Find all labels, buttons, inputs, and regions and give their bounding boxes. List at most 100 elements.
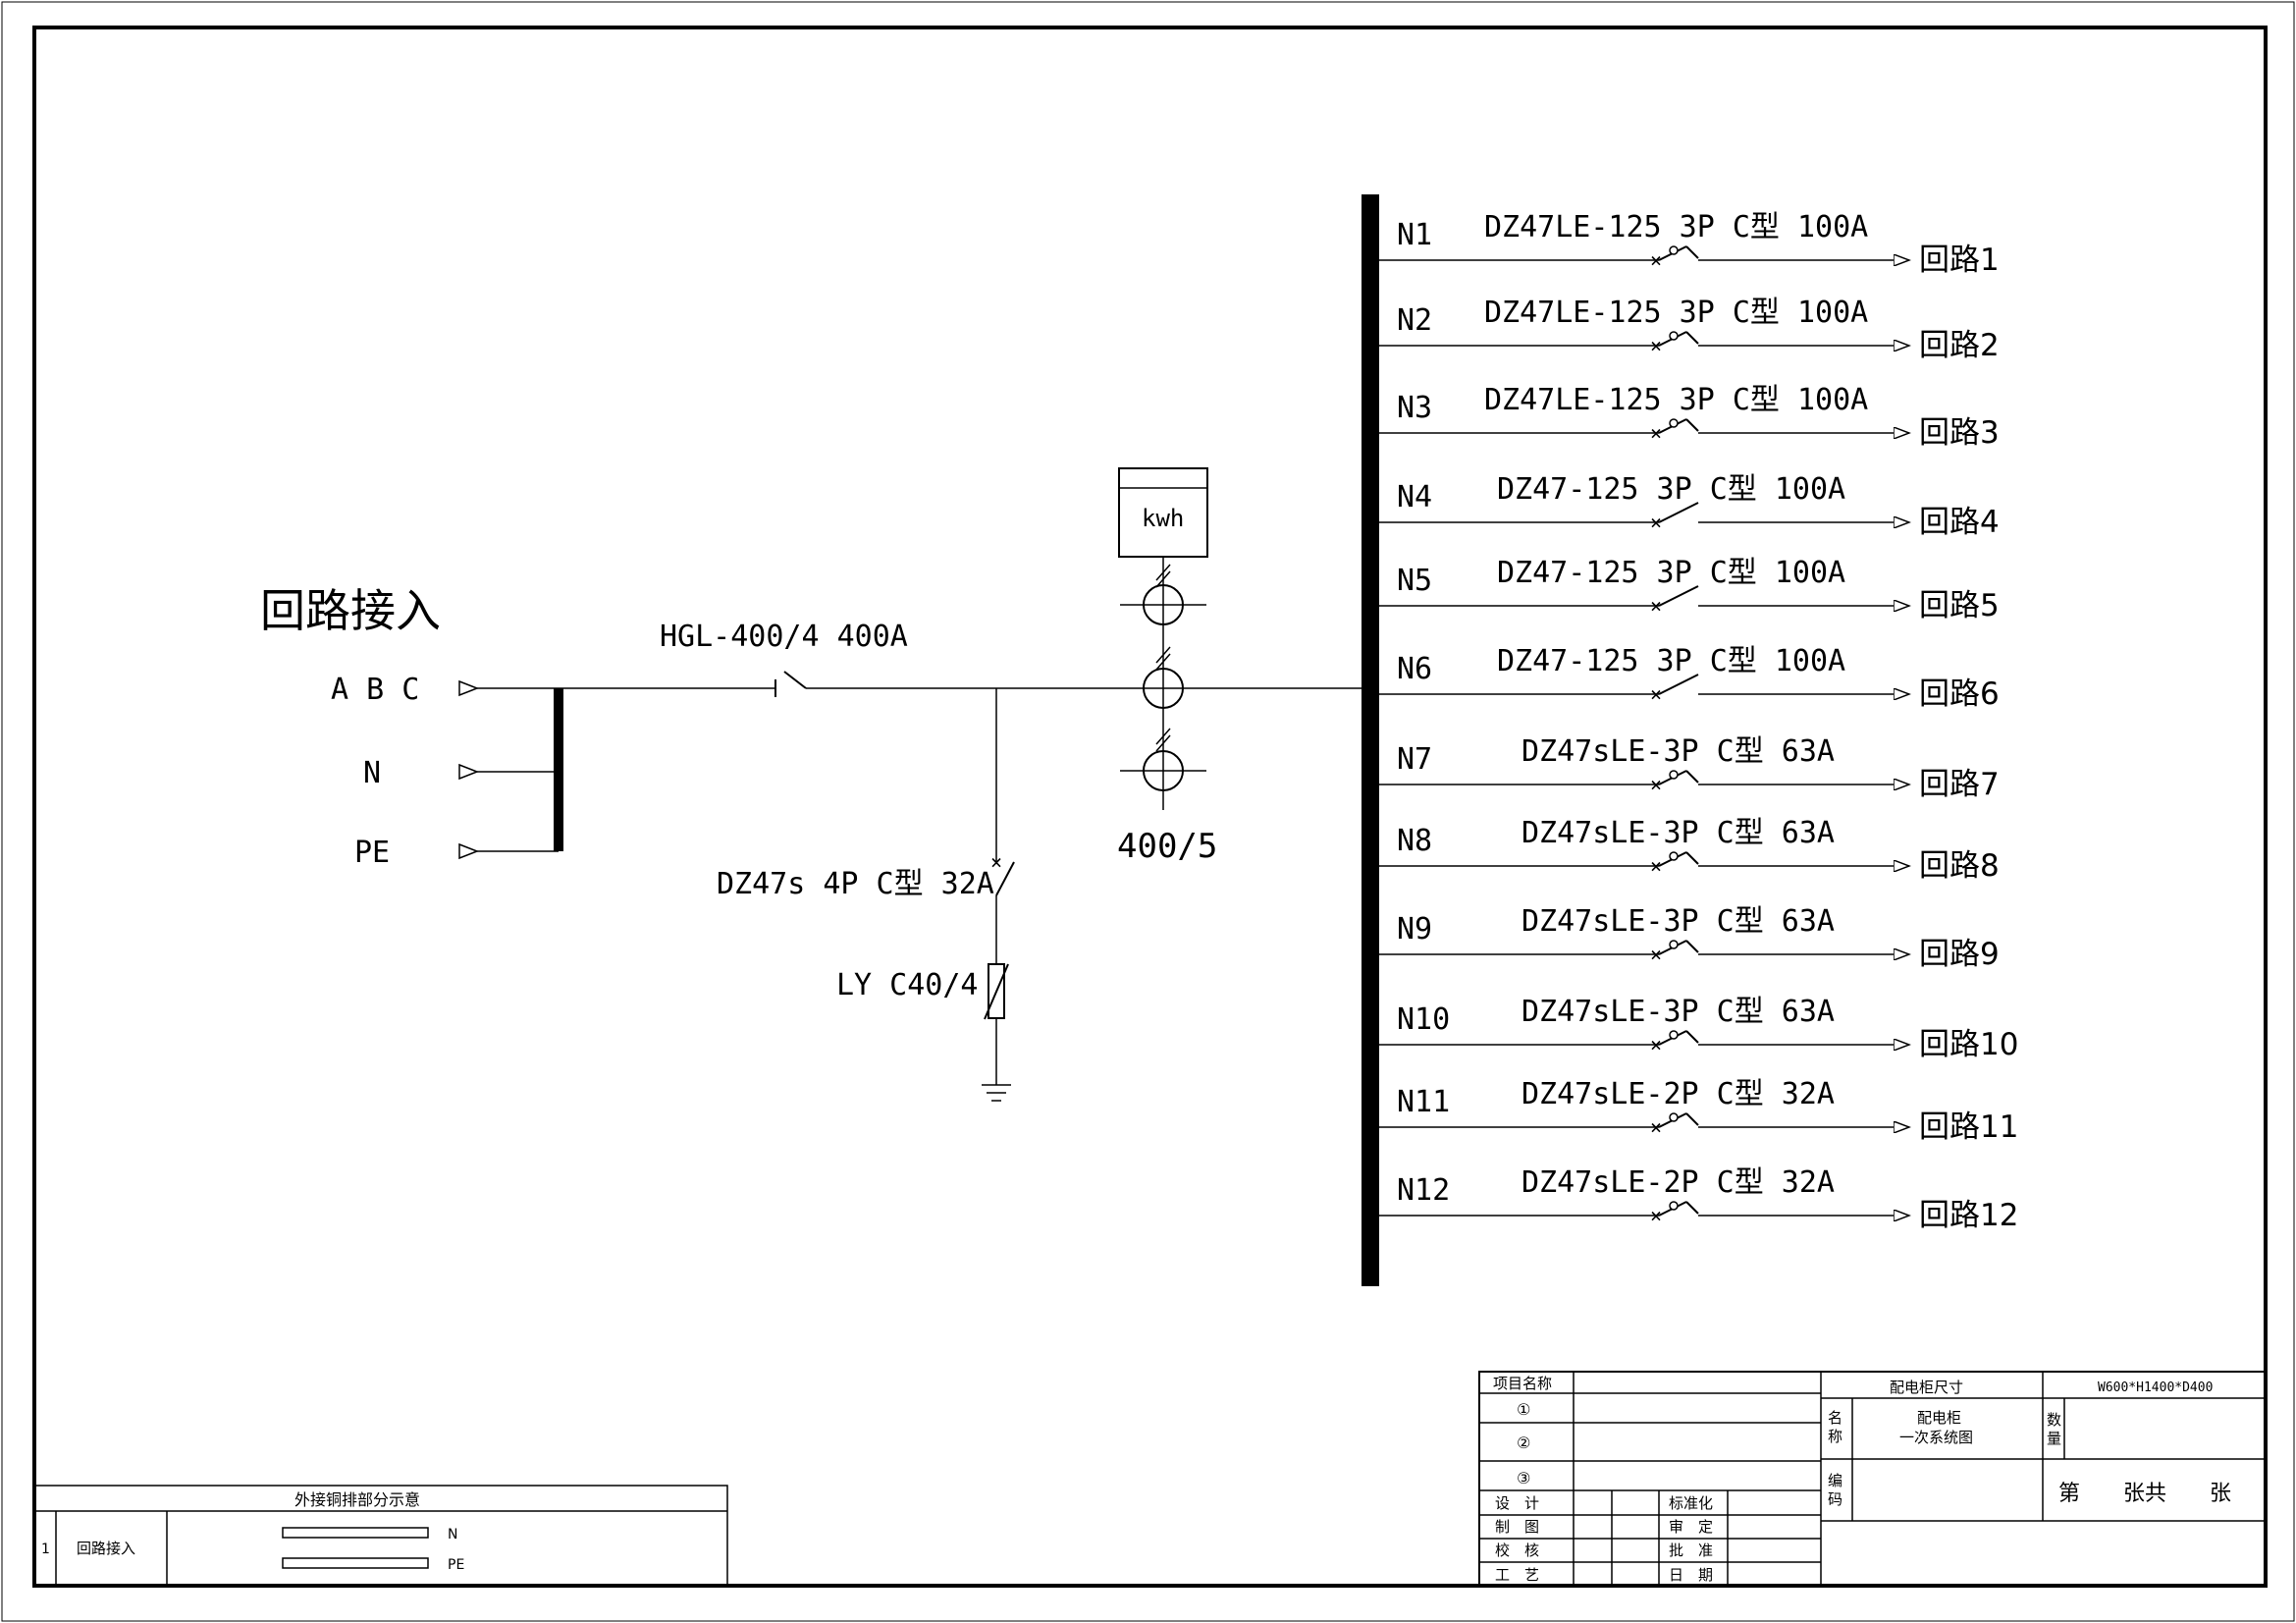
circuit-id: N8	[1397, 824, 1432, 858]
busbar-note-bar-n	[282, 1527, 429, 1539]
circuit-output-label: 回路2	[1919, 328, 2000, 363]
breaker-trip-mark: ×	[1650, 1204, 1662, 1227]
incoming-busbar	[554, 688, 563, 851]
rcd-indicator	[1669, 851, 1679, 861]
circuit-breaker-label: DZ47LE-125 3P C型 100A	[1484, 296, 1868, 330]
circuit-row: × N8 DZ47sLE-3P C型 63A 回路8	[1379, 816, 2000, 884]
tb-design-label: 设 计	[1495, 1494, 1539, 1512]
incoming-title: 回路接入	[260, 584, 441, 637]
rcd-indicator	[1669, 940, 1679, 949]
circuit-output-label: 回路6	[1919, 676, 2000, 712]
circuit-breaker-label: DZ47sLE-3P C型 63A	[1522, 734, 1835, 769]
ct-slash-2	[1155, 646, 1171, 664]
main-busbar	[1362, 194, 1379, 1286]
busbar-note-row-name: 回路接入	[77, 1540, 135, 1557]
tb-standard-label: 标准化	[1669, 1494, 1713, 1512]
circuit-id: N12	[1397, 1173, 1450, 1208]
tb-drawing-name-1: 配电柜	[1917, 1409, 1961, 1427]
circuit-breaker-label: DZ47LE-125 3P C型 100A	[1484, 383, 1868, 417]
circuit-id: N7	[1397, 742, 1432, 777]
circuit-output-label: 回路7	[1919, 767, 2000, 802]
circuit-id: N9	[1397, 912, 1432, 947]
breaker-trip-mark: ×	[1650, 773, 1662, 796]
rcd-indicator	[1669, 1112, 1679, 1122]
busbar-note-bar-pe-label: PE	[448, 1557, 464, 1573]
circuit-output-label: 回路3	[1919, 415, 2000, 451]
title-block-border	[1478, 1371, 2267, 1587]
tb-item-3: ③	[1517, 1469, 1530, 1488]
breaker-trip-mark: ×	[1650, 943, 1662, 966]
circuit-output-label: 回路5	[1919, 588, 2000, 623]
spd-breaker-blade	[995, 861, 1015, 896]
circuit-id: N5	[1397, 564, 1432, 598]
surge-arrester-label: LY C40/4	[836, 968, 979, 1002]
tb-qty-label-2: 量	[2047, 1430, 2061, 1447]
title-block: 项目名称 ① ② ③ 设 计 制 图 校 核 工 艺 标准化 审 定 批 准 日…	[1478, 1371, 2267, 1587]
circuit-id: N11	[1397, 1085, 1450, 1119]
incoming-neutral-terminal	[458, 763, 480, 781]
breaker-blade	[1658, 502, 1699, 523]
rcd-indicator	[1669, 331, 1679, 341]
circuit-breaker-label: DZ47-125 3P C型 100A	[1497, 472, 1845, 507]
tb-sheet-text: 第 张共 张	[2058, 1482, 2231, 1506]
busbar-note-border	[33, 1485, 728, 1587]
tb-drawn-label: 制 图	[1495, 1518, 1539, 1536]
tb-cabinet-size-label: 配电柜尺寸	[1890, 1379, 1963, 1396]
rcd-indicator	[1669, 418, 1679, 428]
tb-craft-label: 工 艺	[1495, 1566, 1539, 1584]
circuit-breaker-label: DZ47sLE-3P C型 63A	[1522, 904, 1835, 939]
circuit-output-label: 回路10	[1919, 1027, 2018, 1062]
tb-date-label: 日 期	[1669, 1566, 1713, 1584]
breaker-blade-2	[1685, 418, 1699, 432]
circuit-breaker-label: DZ47-125 3P C型 100A	[1497, 644, 1845, 678]
circuit-output-label: 回路12	[1919, 1198, 2018, 1233]
spd-breaker-trip-mark: ×	[990, 850, 1002, 874]
circuit-breaker-label: DZ47sLE-3P C型 63A	[1522, 816, 1835, 850]
circuit-breaker-label: DZ47sLE-3P C型 63A	[1522, 995, 1835, 1029]
tb-code-label-2: 码	[1828, 1490, 1842, 1508]
incoming-phase-label: A B C	[331, 673, 419, 707]
surge-arrester-slash	[984, 963, 1009, 1020]
incoming-neutral-label: N	[363, 756, 381, 790]
main-switch-blade	[783, 671, 807, 689]
circuit-output-label: 回路8	[1919, 848, 2000, 884]
circuit-breaker-label: DZ47sLE-2P C型 32A	[1522, 1165, 1835, 1200]
ct-slash-3	[1155, 728, 1171, 745]
breaker-trip-mark: ×	[1650, 421, 1662, 445]
breaker-blade-2	[1685, 940, 1699, 953]
circuit-output-label: 回路11	[1919, 1109, 2018, 1145]
circuit-id: N6	[1397, 652, 1432, 686]
rcd-indicator	[1669, 1201, 1679, 1211]
breaker-blade-2	[1685, 770, 1699, 784]
circuit-id: N1	[1397, 218, 1432, 252]
tb-approve-label: 批 准	[1669, 1542, 1713, 1559]
breaker-blade-2	[1685, 331, 1699, 345]
circuit-row: × N12 DZ47sLE-2P C型 32A 回路12	[1379, 1165, 2018, 1233]
circuit-row: × N6 DZ47-125 3P C型 100A 回路6	[1379, 644, 2000, 712]
breaker-trip-mark: ×	[1650, 682, 1662, 706]
breaker-trip-mark: ×	[1650, 854, 1662, 878]
tb-review-label: 审 定	[1669, 1518, 1713, 1536]
breaker-trip-mark: ×	[1650, 1033, 1662, 1056]
breaker-blade-2	[1685, 851, 1699, 865]
breaker-trip-mark: ×	[1650, 511, 1662, 534]
tb-name-label-2: 称	[1828, 1428, 1842, 1445]
tb-name-label-1: 名	[1828, 1409, 1842, 1427]
incoming-pe-terminal	[458, 842, 480, 860]
breaker-blade-2	[1685, 245, 1699, 259]
tb-project-name-label: 项目名称	[1493, 1375, 1552, 1392]
circuit-row: × N7 DZ47sLE-3P C型 63A 回路7	[1379, 734, 2000, 802]
ct-slash-2b	[1155, 653, 1171, 671]
breaker-blade-2	[1685, 1201, 1699, 1215]
breaker-blade-2	[1685, 1030, 1699, 1044]
breaker-trip-mark: ×	[1650, 594, 1662, 618]
incoming-pe-label: PE	[354, 836, 390, 870]
